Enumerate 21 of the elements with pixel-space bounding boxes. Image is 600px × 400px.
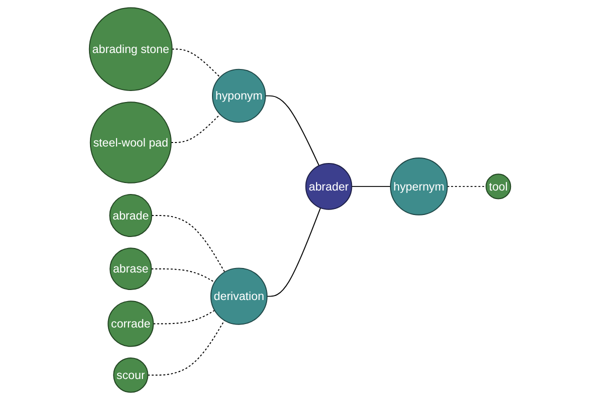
node-circle: scour [113,358,148,393]
connector [147,320,225,376]
node-circle: hyponym [212,68,266,123]
node-circle: derivation [210,268,268,325]
connector [152,310,216,324]
connector [170,114,221,143]
node-circle: steel-wool pad [90,102,172,184]
node-circle: hypernym [390,158,448,216]
connector [264,95,320,166]
connector [172,48,221,78]
connector [446,186,487,187]
connector [151,215,226,273]
connector [266,207,321,297]
node-circle: corrade [108,300,154,347]
node-circle: abrading stone [88,7,173,91]
node-circle: abrade [109,194,152,238]
node-circle: abrase [110,248,152,290]
connector [150,268,216,283]
node-circle: tool [486,174,512,200]
node-circle: abrader [305,163,352,210]
connector [351,186,391,187]
